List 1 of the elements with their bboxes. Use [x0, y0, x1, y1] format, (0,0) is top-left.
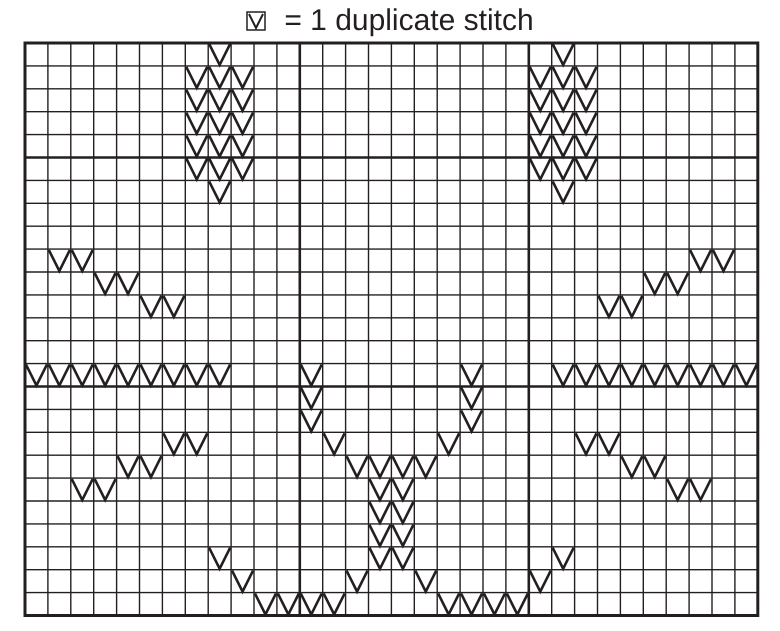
legend-text: = 1 duplicate stitch — [284, 3, 534, 39]
